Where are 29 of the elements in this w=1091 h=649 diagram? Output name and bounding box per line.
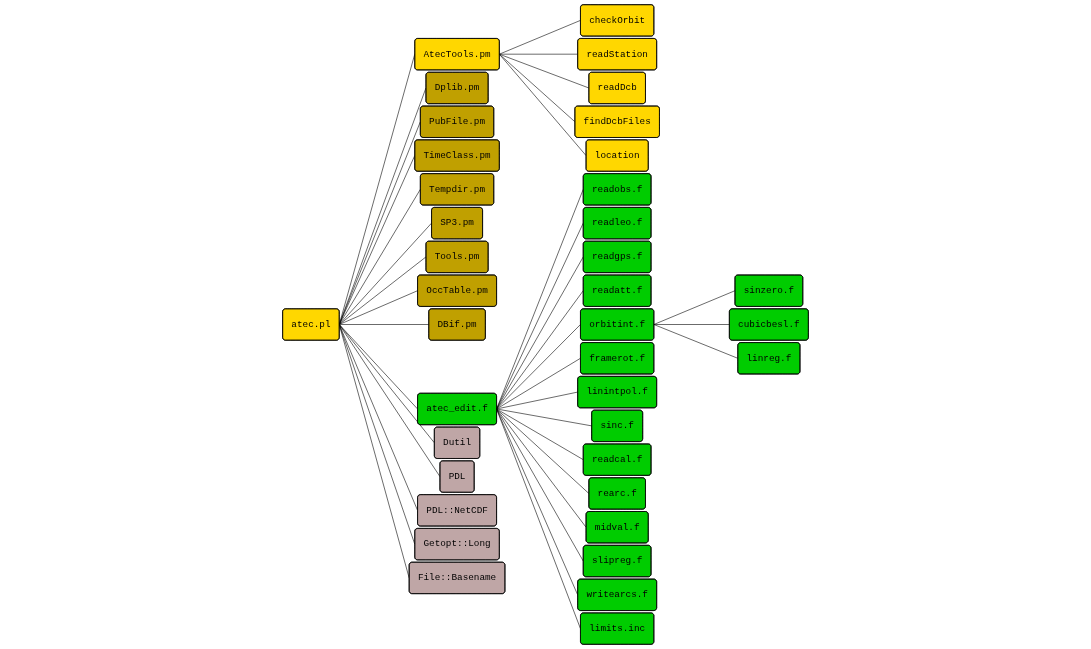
connector xyxy=(496,391,578,410)
connector xyxy=(338,324,441,477)
connector xyxy=(653,324,730,325)
connector xyxy=(338,290,418,325)
connector xyxy=(338,324,435,444)
connector xyxy=(496,290,584,410)
connector xyxy=(338,155,416,325)
connector xyxy=(338,324,418,511)
connector xyxy=(653,324,739,359)
connector xyxy=(338,121,421,325)
connector xyxy=(496,408,584,460)
connector xyxy=(338,324,430,325)
connector xyxy=(496,324,581,410)
connector xyxy=(653,290,736,325)
connector xyxy=(338,256,427,325)
connector xyxy=(496,408,587,528)
connector xyxy=(499,53,587,156)
connector xyxy=(496,256,584,410)
connector xyxy=(499,53,590,89)
connector xyxy=(496,358,581,410)
connector xyxy=(496,408,581,629)
connector xyxy=(499,53,576,123)
connector xyxy=(499,53,578,55)
connector xyxy=(496,408,592,427)
connector xyxy=(499,20,581,55)
connector xyxy=(338,222,432,325)
connector xyxy=(338,189,421,325)
connector xyxy=(496,408,584,562)
connector xyxy=(496,408,590,494)
